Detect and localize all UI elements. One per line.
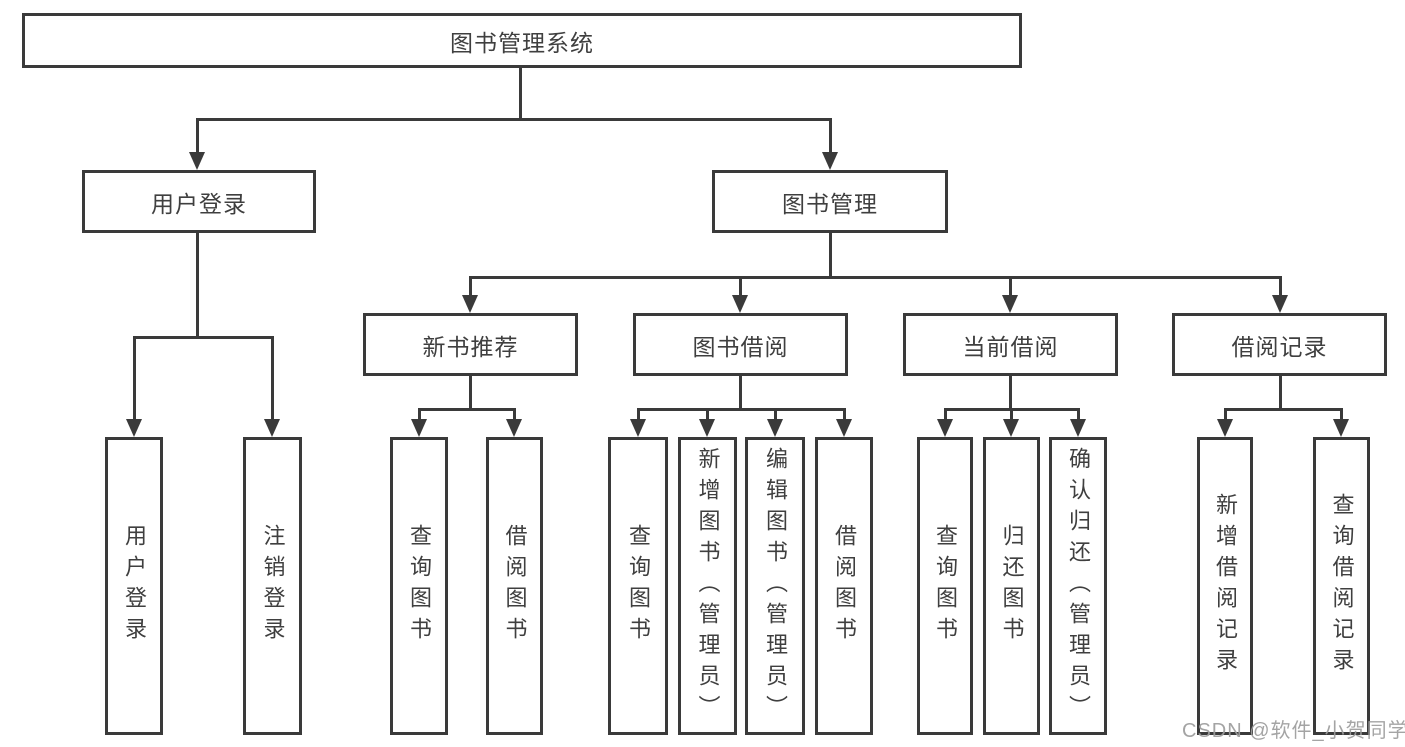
connector-line — [418, 408, 421, 421]
node-label: 新增借阅记录 — [1213, 493, 1238, 679]
node-current-borrow: 当前借阅 — [903, 313, 1118, 376]
node-label: 图书借阅 — [692, 333, 789, 360]
node-label: 确认归还（管理员） — [1066, 446, 1091, 726]
node-book-borrow: 图书借阅 — [633, 313, 848, 376]
arrowhead-icon — [630, 419, 646, 437]
node-new-book-recommend: 新书推荐 — [363, 313, 578, 376]
connector-line — [469, 276, 1282, 279]
connector-line — [774, 408, 777, 421]
arrowhead-icon — [1070, 419, 1086, 437]
connector-line — [1010, 408, 1013, 421]
connector-line — [739, 276, 742, 295]
node-label: 查询图书 — [407, 524, 432, 648]
arrowhead-icon — [1003, 419, 1019, 437]
leaf-query-borrow-record: 查询借阅记录 — [1313, 437, 1370, 735]
arrowhead-icon — [836, 419, 852, 437]
node-label: 查询借阅记录 — [1329, 493, 1355, 679]
leaf-add-books-admin: 新增图书（管理员） — [678, 437, 737, 735]
node-label: 图书管理 — [782, 190, 878, 217]
connector-line — [1009, 376, 1012, 408]
connector-line — [196, 118, 832, 121]
connector-line — [196, 233, 199, 336]
node-root-library-system: 图书管理系统 — [22, 13, 1022, 68]
connector-line — [637, 408, 640, 421]
leaf-add-borrow-record: 新增借阅记录 — [1197, 437, 1253, 735]
leaf-query-books-borrow: 查询图书 — [608, 437, 668, 735]
connector-line — [418, 408, 516, 411]
node-label: 借阅图书 — [502, 524, 528, 648]
connector-line — [1340, 408, 1343, 421]
leaf-user-login: 用户登录 — [105, 437, 163, 735]
node-label: 借阅记录 — [1231, 333, 1328, 360]
node-label: 借阅图书 — [832, 524, 857, 648]
arrowhead-icon — [189, 152, 205, 170]
node-label: 新增图书（管理员） — [695, 446, 721, 726]
connector-line — [469, 276, 472, 295]
connector-line — [1279, 376, 1282, 408]
connector-line — [519, 68, 522, 118]
node-label: 编辑图书（管理员） — [763, 446, 788, 726]
leaf-query-books-recommend: 查询图书 — [390, 437, 448, 735]
node-label: 图书管理系统 — [450, 29, 594, 56]
node-label: 新书推荐 — [422, 333, 519, 360]
node-label: 用户登录 — [122, 524, 147, 648]
node-user-login: 用户登录 — [82, 170, 316, 233]
arrowhead-icon — [822, 152, 838, 170]
connector-line — [829, 233, 832, 276]
connector-line — [133, 336, 274, 339]
arrowhead-icon — [264, 419, 280, 437]
connector-line — [1009, 276, 1012, 295]
connector-line — [271, 336, 274, 420]
arrowhead-icon — [732, 295, 748, 313]
arrowhead-icon — [506, 419, 522, 437]
connector-line — [133, 336, 136, 420]
leaf-borrow-books: 借阅图书 — [815, 437, 873, 735]
leaf-borrow-books-recommend: 借阅图书 — [486, 437, 543, 735]
connector-line — [1224, 408, 1227, 421]
leaf-edit-books-admin: 编辑图书（管理员） — [745, 437, 805, 735]
arrowhead-icon — [411, 419, 427, 437]
connector-line — [513, 408, 516, 421]
connector-line — [637, 408, 846, 411]
csdn-watermark: CSDN @软件_小贺同学 — [1182, 720, 1405, 742]
node-label: 注销登录 — [260, 524, 286, 648]
connector-line — [843, 408, 846, 421]
leaf-query-books-current: 查询图书 — [917, 437, 973, 735]
connector-line — [196, 118, 199, 154]
node-borrow-records: 借阅记录 — [1172, 313, 1387, 376]
connector-line — [829, 118, 832, 154]
leaf-logout: 注销登录 — [243, 437, 302, 735]
leaf-return-books: 归还图书 — [983, 437, 1040, 735]
arrowhead-icon — [462, 295, 478, 313]
node-label: 当前借阅 — [962, 333, 1059, 360]
connector-line — [1077, 408, 1080, 421]
node-book-management: 图书管理 — [712, 170, 948, 233]
node-label: 查询图书 — [626, 524, 651, 648]
connector-line — [1224, 408, 1343, 411]
node-label: 查询图书 — [933, 524, 958, 648]
arrowhead-icon — [937, 419, 953, 437]
connector-line — [706, 408, 709, 421]
arrowhead-icon — [767, 419, 783, 437]
arrowhead-icon — [1333, 419, 1349, 437]
arrowhead-icon — [699, 419, 715, 437]
arrowhead-icon — [126, 419, 142, 437]
connector-line — [739, 376, 742, 408]
arrowhead-icon — [1002, 295, 1018, 313]
connector-line — [469, 376, 472, 408]
node-label: 用户登录 — [151, 190, 247, 217]
connector-line — [944, 408, 947, 421]
connector-line — [1279, 276, 1282, 295]
leaf-confirm-return-admin: 确认归还（管理员） — [1049, 437, 1107, 735]
arrowhead-icon — [1217, 419, 1233, 437]
arrowhead-icon — [1272, 295, 1288, 313]
node-label: 归还图书 — [999, 524, 1025, 648]
